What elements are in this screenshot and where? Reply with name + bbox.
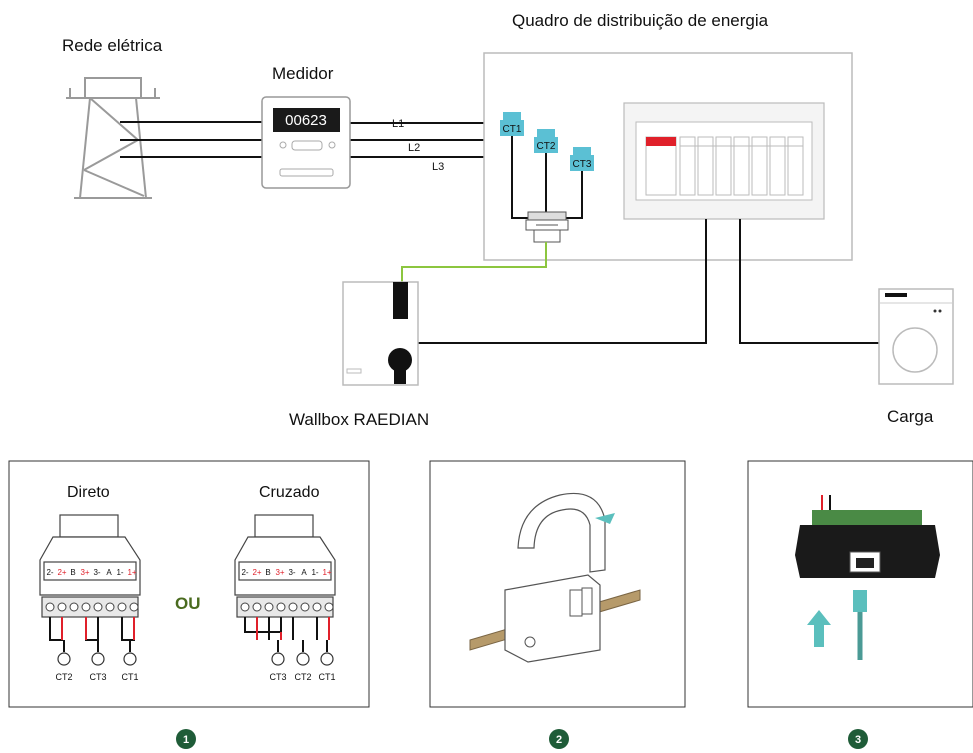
pin: 2+ <box>57 568 66 577</box>
cross-ct-label: CT3 <box>269 672 286 682</box>
pin: A <box>106 568 112 577</box>
panel-label: Quadro de distribuição de energia <box>512 11 769 30</box>
step-badge-1 <box>176 729 196 749</box>
pin: 2- <box>241 568 248 577</box>
step-number-2: 2 <box>556 734 562 746</box>
wallbox-charger-icon <box>342 281 419 386</box>
step-badge-2 <box>549 729 569 749</box>
ct1-clamp-icon <box>500 112 524 136</box>
ct3-clamp-icon <box>570 147 594 171</box>
pin: 2+ <box>252 568 261 577</box>
pin: 3+ <box>80 568 89 577</box>
direct-terminal-block-icon <box>39 514 141 618</box>
cross-ct-clamps <box>271 652 334 666</box>
ct-clamp-illustration-icon <box>469 492 641 663</box>
line-label-l3: L3 <box>432 161 444 173</box>
ct3-label: CT3 <box>573 159 592 170</box>
grid-label: Rede elétrica <box>62 36 163 55</box>
step3-panel <box>747 460 973 708</box>
pin: 3+ <box>275 568 284 577</box>
rj45-terminal-illustration-icon <box>795 495 940 660</box>
cross-ct-label: CT2 <box>294 672 311 682</box>
ct1-label: CT1 <box>503 124 522 135</box>
cross-pins: 2- 2+ B 3+ 3- A 1- 1+ <box>241 568 331 577</box>
direct-ct-label: CT2 <box>55 672 72 682</box>
meter-label: Medidor <box>272 64 334 83</box>
meter-device <box>261 96 351 189</box>
load-label: Carga <box>887 407 934 426</box>
ct-wires <box>511 133 583 219</box>
ct2-label: CT2 <box>537 141 556 152</box>
pin: B <box>70 568 75 577</box>
direct-ct-label: CT1 <box>121 672 138 682</box>
direct-title: Direto <box>67 484 110 501</box>
ct2-clamp-icon <box>534 129 558 153</box>
direct-ct-wires <box>49 617 135 652</box>
wallbox-label: Wallbox RAEDIAN <box>289 410 430 429</box>
pin: 1- <box>116 568 123 577</box>
data-cable <box>401 242 547 282</box>
cross-ct-wires <box>244 617 330 652</box>
line-label-l2: L2 <box>408 142 420 154</box>
pin: A <box>301 568 307 577</box>
pin: 1+ <box>127 568 136 577</box>
cross-ct-label: CT1 <box>318 672 335 682</box>
cross-screws <box>240 602 334 612</box>
load-wires <box>418 219 880 344</box>
direct-ct-label: CT3 <box>89 672 106 682</box>
pin: 1- <box>311 568 318 577</box>
step-badge-3 <box>848 729 868 749</box>
pin: 3- <box>93 568 100 577</box>
pin: B <box>265 568 270 577</box>
pin: 2- <box>46 568 53 577</box>
pin: 1+ <box>322 568 331 577</box>
breaker-box <box>623 102 825 220</box>
line-label-l1: L1 <box>392 118 404 130</box>
direct-screws <box>45 602 139 612</box>
cross-title: Cruzado <box>259 484 320 501</box>
step-number-1: 1 <box>183 734 189 746</box>
power-tower-icon <box>66 77 160 199</box>
washing-machine-icon <box>878 288 954 385</box>
meter-reading: 00623 <box>285 112 327 129</box>
pin: 3- <box>288 568 295 577</box>
ct-connector-icon <box>525 211 569 243</box>
direct-ct-clamps <box>57 652 137 666</box>
direct-pins: 2- 2+ B 3+ 3- A 1- 1+ <box>46 568 136 577</box>
or-label: OU <box>175 594 201 613</box>
step-number-3: 3 <box>855 734 861 746</box>
